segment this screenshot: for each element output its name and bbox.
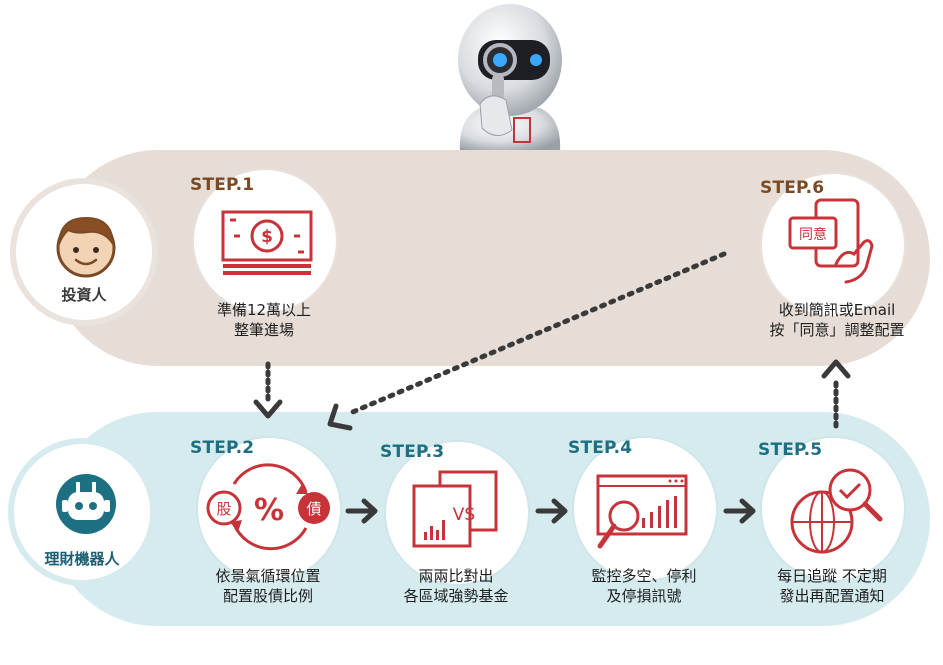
monitor-signal-icon: [596, 474, 688, 549]
step2-caption: 依景氣循環位置 配置股債比例: [168, 566, 368, 606]
step1-circle: [192, 168, 338, 314]
step3-caption-line2: 各區域強勢基金: [403, 587, 509, 605]
arrow-step2-to-step3: [345, 498, 378, 524]
step1-caption: 準備12萬以上 整筆進場: [164, 300, 364, 340]
step2-caption-line2: 配置股債比例: [222, 587, 313, 605]
phone-agree-icon: 同意: [788, 198, 874, 284]
svg-text:$: $: [261, 227, 273, 247]
step3-caption: 兩兩比對出 各區域強勢基金: [356, 566, 556, 606]
arrow-step4-to-step5: [723, 498, 756, 524]
arrow-step5-to-step6: [821, 359, 851, 429]
arrow-step3-to-step4: [535, 498, 568, 524]
robot-head-icon: [56, 474, 116, 534]
step6-title: STEP.6: [760, 178, 825, 198]
step3-caption-line1: 兩兩比對出: [418, 567, 494, 585]
step6-caption-line2: 按「同意」調整配置: [769, 321, 905, 339]
robo-advisor-label: 理財機器人: [44, 550, 120, 568]
step6-caption: 收到簡訊或Email 按「同意」調整配置: [732, 300, 942, 340]
step3-title: STEP.3: [380, 442, 445, 462]
investor-role: 投資人: [10, 178, 158, 326]
globe-tracking-icon: [790, 468, 883, 554]
step6-caption-line1: 收到簡訊或Email: [778, 301, 896, 319]
step4-caption: 監控多空、停利 及停損訊號: [544, 566, 744, 606]
step4-circle: [572, 436, 718, 582]
step4-title: STEP.4: [568, 438, 633, 458]
step4-caption-line2: 及停損訊號: [606, 587, 682, 605]
step4-caption-line1: 監控多空、停利: [591, 567, 697, 585]
arrow-step1-to-step2: [253, 361, 283, 419]
step1-caption-line2: 整筆進場: [233, 321, 294, 339]
investor-face-icon: [56, 216, 116, 278]
agree-text: 同意: [799, 226, 827, 243]
bond-char: 債: [306, 500, 321, 518]
money-bill-icon: $: [221, 210, 313, 275]
step5-caption-line2: 發出再配置通知: [779, 587, 885, 605]
step1-title: STEP.1: [190, 175, 255, 195]
stock-char: 股: [216, 500, 231, 518]
step1-caption-line1: 準備12萬以上: [216, 301, 312, 319]
stock-bond-ratio-icon: 股 債 %: [206, 463, 330, 551]
arrow-step6-to-step2: [327, 251, 727, 431]
investor-label: 投資人: [61, 286, 107, 304]
step5-title: STEP.5: [758, 440, 823, 460]
step2-caption-line1: 依景氣循環位置: [215, 567, 321, 585]
step2-title: STEP.2: [190, 438, 255, 458]
percent-sign: %: [254, 493, 284, 528]
step5-caption: 每日追蹤 不定期 發出再配置通知: [732, 566, 932, 606]
robo-advisor-role: 理財機器人: [8, 438, 156, 586]
robot-mascot-icon: [458, 4, 562, 152]
fund-comparison-icon: VS: [412, 470, 498, 548]
step6-circle: [760, 172, 906, 318]
vs-text: VS: [453, 505, 475, 525]
step5-caption-line1: 每日追蹤 不定期: [777, 567, 887, 585]
